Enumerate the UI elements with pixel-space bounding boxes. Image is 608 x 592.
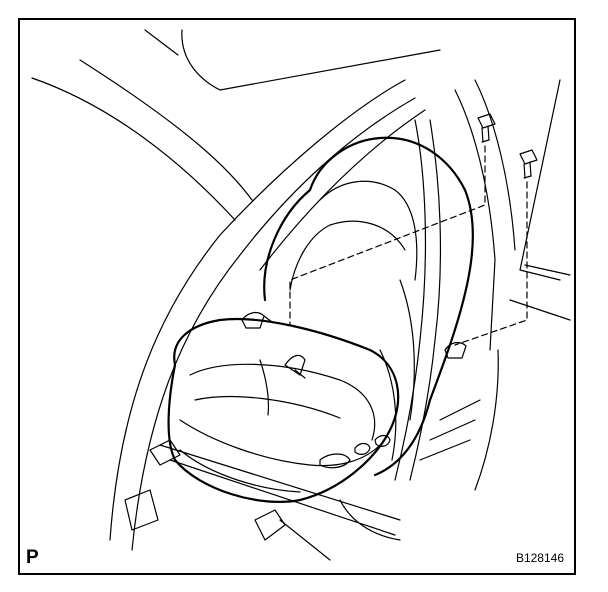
figure-code: B128146	[515, 551, 564, 565]
dashed-guide-lines	[289, 145, 528, 346]
bolt-icon	[519, 149, 538, 179]
bolt-icon	[477, 113, 496, 143]
diagram-frame: P B128146	[18, 18, 576, 575]
vehicle-body-lines	[31, 29, 571, 551]
floor-and-rails	[124, 439, 401, 561]
seat-cushion	[167, 317, 400, 503]
seat-back	[263, 119, 474, 481]
corner-label: P	[26, 547, 39, 568]
seat-belt-anchor	[241, 311, 467, 359]
seat-removal-illustration	[31, 29, 571, 561]
